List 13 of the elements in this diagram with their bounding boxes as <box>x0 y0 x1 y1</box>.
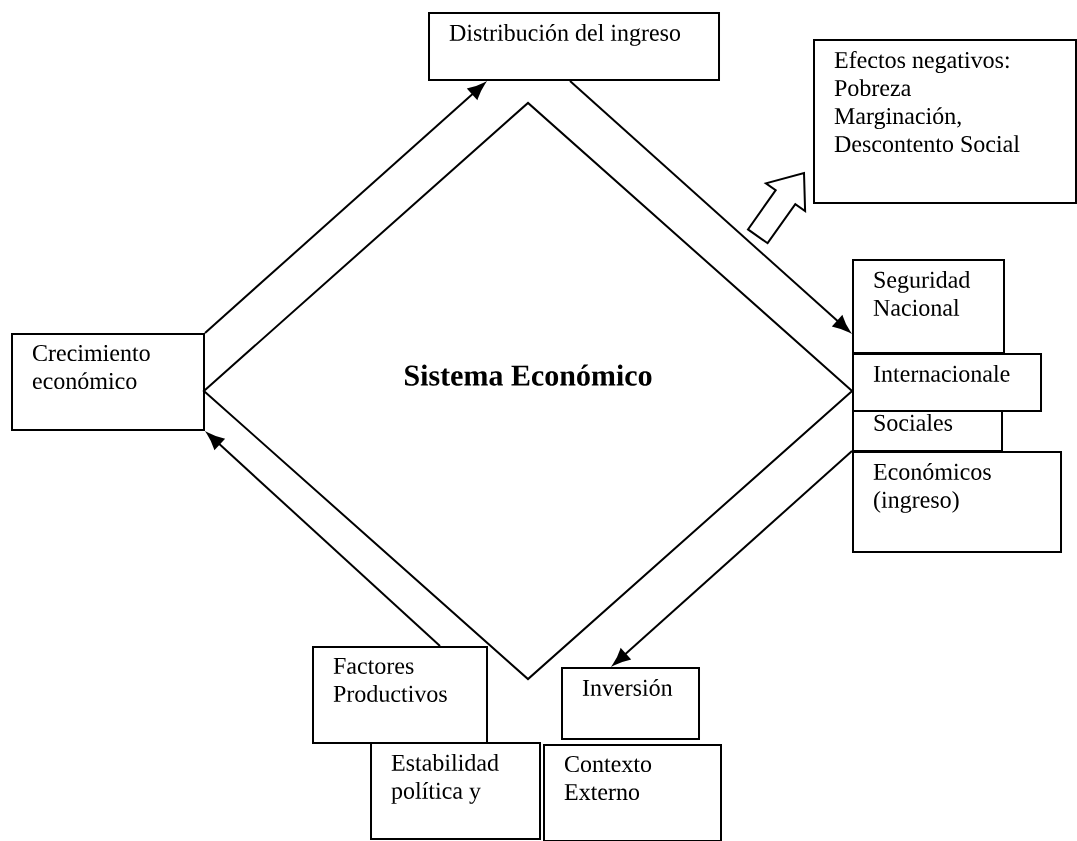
text-box: Crecimiento económico <box>11 333 205 431</box>
arrow <box>206 432 441 647</box>
text-box: Seguridad Nacional <box>852 259 1005 354</box>
text-box: Inversión <box>561 667 700 740</box>
text-box: Estabilidad política y <box>370 742 541 840</box>
text-box: Distribución del ingreso <box>428 12 720 81</box>
arrow <box>612 450 853 666</box>
arrow <box>569 80 851 333</box>
text-box: Contexto Externo <box>543 744 722 841</box>
arrow <box>204 82 486 334</box>
text-box: Internacionale <box>852 353 1042 412</box>
text-box: Efectos negativos: Pobreza Marginación, Descontento Social <box>813 39 1077 204</box>
text-box: Factores Productivos <box>312 646 488 744</box>
